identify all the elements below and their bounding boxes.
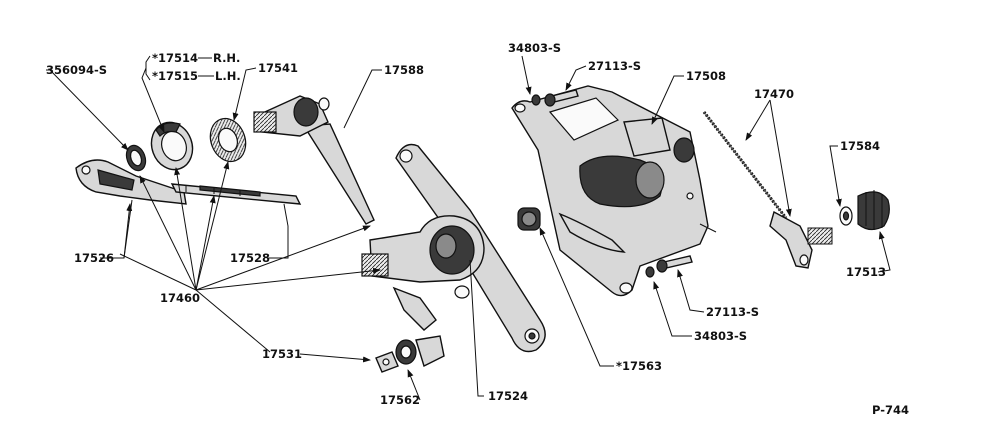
- washer-34803s-bottom-part: [645, 266, 655, 278]
- bushing-17563-part: [517, 207, 541, 231]
- label-17514-side: R.H.: [213, 51, 240, 65]
- label-17528: 17528: [230, 251, 270, 265]
- label-34803s-bottom: 34803-S: [694, 329, 747, 343]
- labels: 356094-S *17514 R.H. *17515 L.H. 17541 1…: [46, 41, 909, 417]
- washer-17584-part: [839, 206, 853, 226]
- shaft-17588-part: [253, 95, 375, 225]
- arm-17526-part: [75, 159, 187, 205]
- label-17563: *17563: [616, 359, 662, 373]
- label-27113s-top: 27113-S: [588, 59, 641, 73]
- plate-number: P-744: [872, 403, 909, 417]
- label-356094s: 356094-S: [46, 63, 107, 77]
- label-17541: 17541: [258, 61, 298, 75]
- label-17588: 17588: [384, 63, 424, 77]
- leader-lines: [46, 55, 891, 401]
- label-17514: *17514: [152, 51, 198, 65]
- label-17508: 17508: [686, 69, 726, 83]
- label-17460: 17460: [160, 291, 200, 305]
- label-17526: 17526: [74, 251, 114, 265]
- cable-17470-part: [702, 111, 833, 269]
- screw-27113s-top-part: [544, 89, 579, 107]
- washer-34803s-top-part: [531, 94, 541, 106]
- label-17515: *17515: [152, 69, 198, 83]
- label-17531: 17531: [262, 347, 302, 361]
- pivot-17460-part: [361, 215, 485, 331]
- label-17515-side: L.H.: [215, 69, 241, 83]
- knob-17513-part: [857, 190, 890, 231]
- label-17562: 17562: [380, 393, 420, 407]
- link-17528-part: [170, 183, 302, 205]
- label-34803s-top: 34803-S: [508, 41, 561, 55]
- clip-17531-part: [375, 351, 399, 373]
- label-17524: 17524: [488, 389, 528, 403]
- washer-17541-part: [209, 117, 247, 163]
- label-17513: 17513: [846, 265, 886, 279]
- label-27113s-bottom: 27113-S: [706, 305, 759, 319]
- label-17470: 17470: [754, 87, 794, 101]
- motor-17508-part: [511, 85, 717, 297]
- nut-17562-part: [395, 335, 445, 367]
- bezel-17514-part: [150, 121, 194, 171]
- seal-356094s-part: [125, 144, 147, 172]
- screw-27113s-bottom-part: [656, 255, 693, 273]
- label-17584: 17584: [840, 139, 880, 153]
